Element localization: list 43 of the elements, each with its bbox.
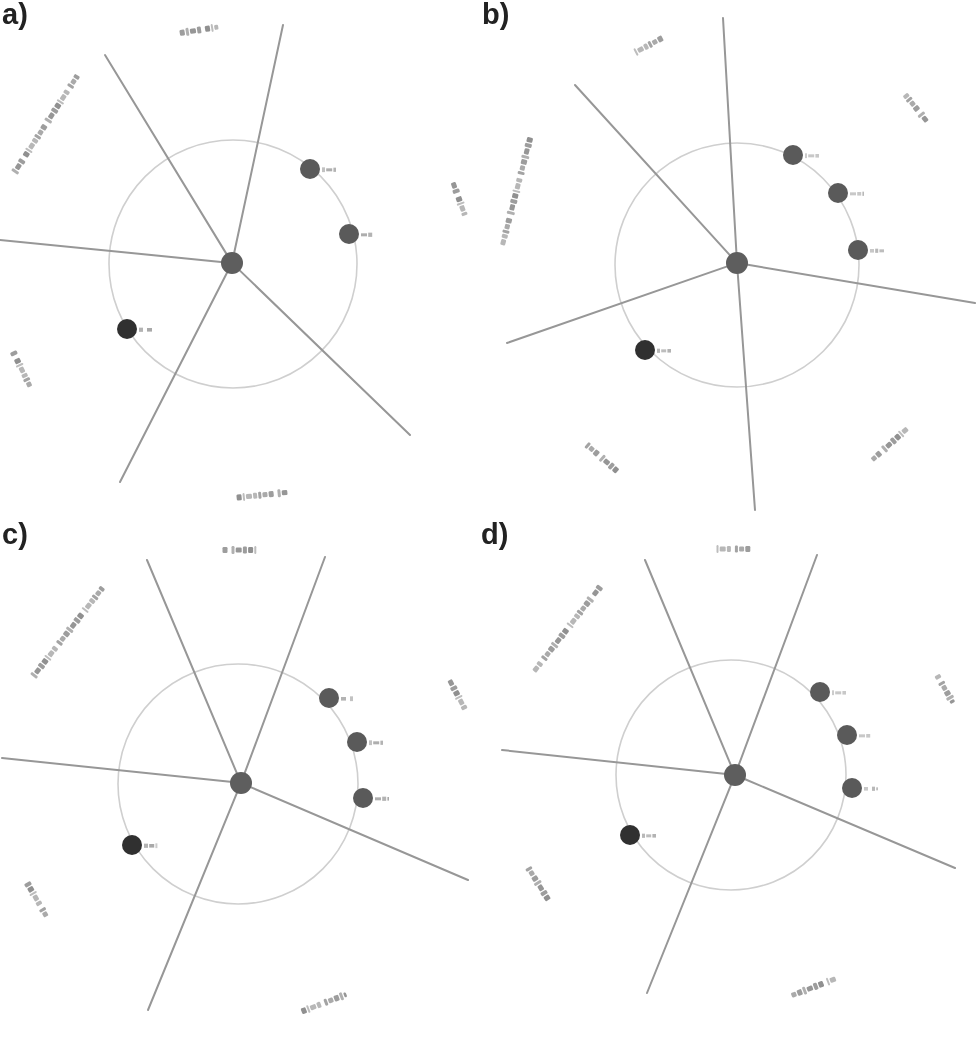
data-point-dot — [828, 183, 848, 203]
center-dot — [724, 764, 746, 786]
ray-line — [736, 272, 756, 511]
center-dot — [726, 252, 748, 274]
ray-line — [646, 784, 732, 994]
panel-label: a) — [2, 0, 28, 29]
ray-line — [746, 263, 976, 304]
ray-line — [119, 271, 228, 483]
center-dot — [221, 252, 243, 274]
data-point-dot — [347, 732, 367, 752]
center-dot — [230, 772, 252, 794]
ray-line — [104, 54, 228, 255]
data-point-dot — [117, 319, 137, 339]
panel-label: c) — [2, 520, 28, 549]
ray-line — [506, 265, 728, 344]
ray-line — [574, 84, 731, 256]
ray-line — [250, 786, 469, 881]
data-point-dot — [810, 682, 830, 702]
ray-line — [501, 749, 726, 775]
data-point-dot — [635, 340, 655, 360]
panel-label: d) — [481, 520, 509, 549]
ray-line — [722, 17, 738, 253]
ray-line — [243, 556, 326, 774]
data-point-dot — [842, 778, 862, 798]
data-point-dot — [353, 788, 373, 808]
data-point-dot — [300, 159, 320, 179]
ray-line — [737, 554, 818, 766]
data-point-dot — [783, 145, 803, 165]
data-point-dot — [122, 835, 142, 855]
data-point-dot — [837, 725, 857, 745]
ray-line — [238, 269, 411, 436]
ray-line — [744, 778, 956, 869]
data-point-dot — [620, 825, 640, 845]
data-point-dot — [339, 224, 359, 244]
ray-line — [1, 757, 232, 783]
panel-label: b) — [482, 0, 510, 29]
data-point-dot — [848, 240, 868, 260]
ray-line — [147, 792, 238, 1011]
ray-line — [233, 24, 284, 254]
ray-line — [146, 559, 238, 774]
ray-line — [644, 559, 732, 766]
ray-line — [0, 239, 223, 263]
data-point-dot — [319, 688, 339, 708]
